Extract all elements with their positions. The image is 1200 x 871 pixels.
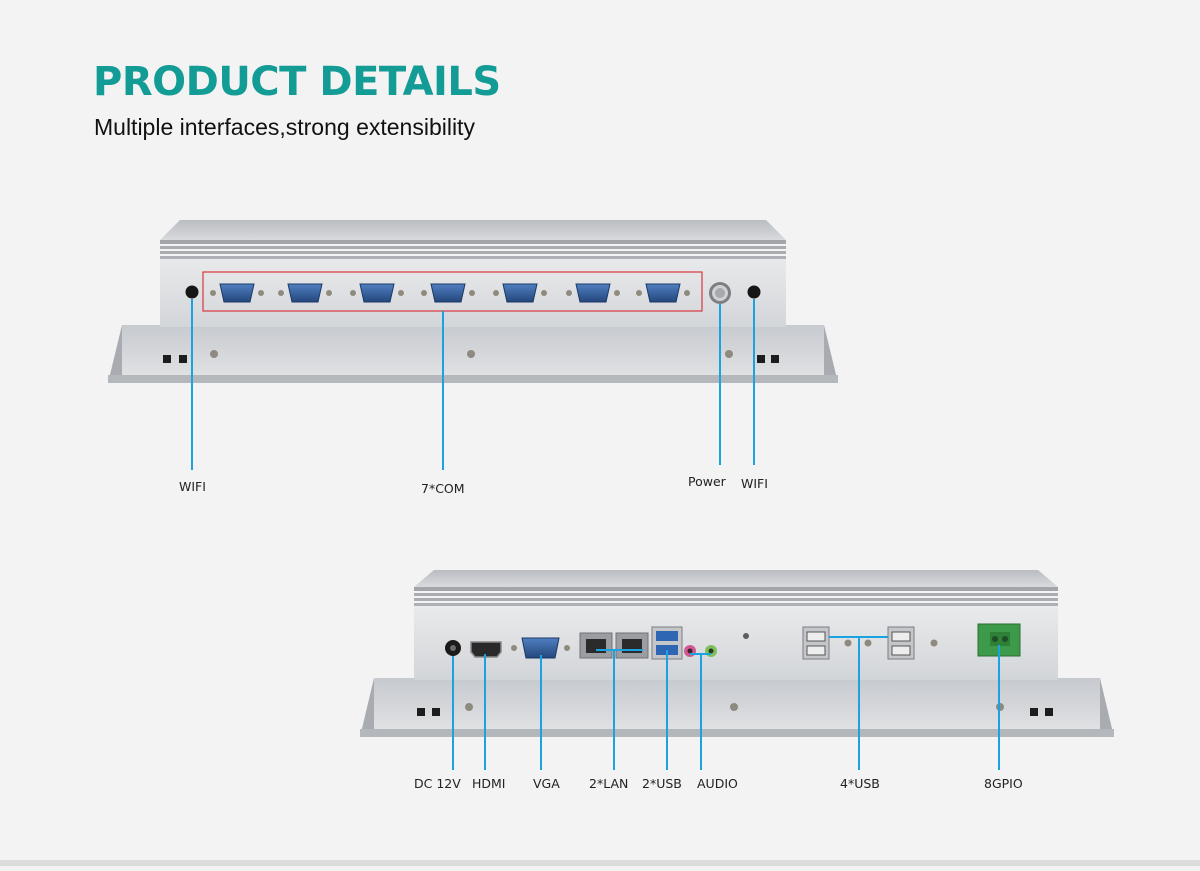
label-dc-12v: DC 12V — [414, 776, 461, 791]
page-subtitle: Multiple interfaces,strong extensibility — [94, 114, 475, 140]
db9-com-port — [210, 283, 264, 303]
vga-port — [511, 637, 570, 659]
hdmi-port — [470, 641, 502, 658]
wifi-antenna-port-left — [185, 285, 199, 299]
label-7com: 7*COM — [421, 481, 465, 496]
top-callout-lines — [191, 299, 755, 470]
label-2lan: 2*LAN — [589, 776, 629, 791]
wifi-antenna-port-right — [747, 285, 761, 299]
bottom-callout-lines — [452, 636, 1000, 770]
label-2usb: 2*USB — [642, 776, 682, 791]
label-audio: AUDIO — [697, 776, 738, 791]
label-hdmi: HDMI — [472, 776, 506, 791]
usb-ports-quad — [802, 626, 915, 660]
db9-com-port — [566, 283, 620, 303]
page-bottom-divider — [0, 860, 1200, 866]
label-power: Power — [688, 474, 726, 489]
com-ports — [210, 283, 690, 303]
label-4usb: 4*USB — [840, 776, 880, 791]
com-highlight-box — [202, 271, 703, 312]
db9-com-port — [278, 283, 332, 303]
db9-com-port — [636, 283, 690, 303]
label-8gpio: 8GPIO — [984, 776, 1023, 791]
label-vga: VGA — [533, 776, 560, 791]
label-wifi-right: WIFI — [741, 476, 768, 491]
db9-com-port — [493, 283, 547, 303]
dc-power-jack — [445, 640, 461, 656]
label-wifi-left: WIFI — [179, 479, 206, 494]
db9-com-port — [350, 283, 404, 303]
db9-com-port — [421, 283, 475, 303]
page-title: PRODUCT DETAILS — [93, 59, 501, 105]
